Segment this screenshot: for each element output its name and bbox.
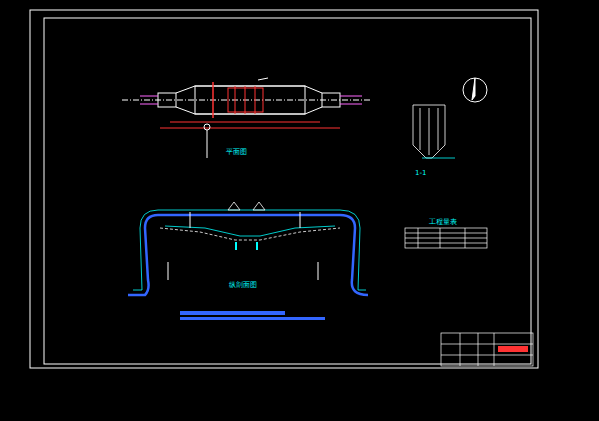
view-label: 纵剖面图 <box>228 280 258 290</box>
quantity-table <box>405 228 487 248</box>
inner-frame <box>44 18 531 364</box>
section-view <box>413 105 455 158</box>
outer-frame <box>30 10 538 368</box>
view-label: 平面图 <box>225 147 248 157</box>
view-label: 工程量表 <box>428 217 458 227</box>
title-block <box>441 333 533 366</box>
profile-view <box>128 202 368 320</box>
view-label: 1-1 <box>414 169 427 177</box>
north-arrow <box>463 78 487 102</box>
plan-view <box>122 78 372 158</box>
